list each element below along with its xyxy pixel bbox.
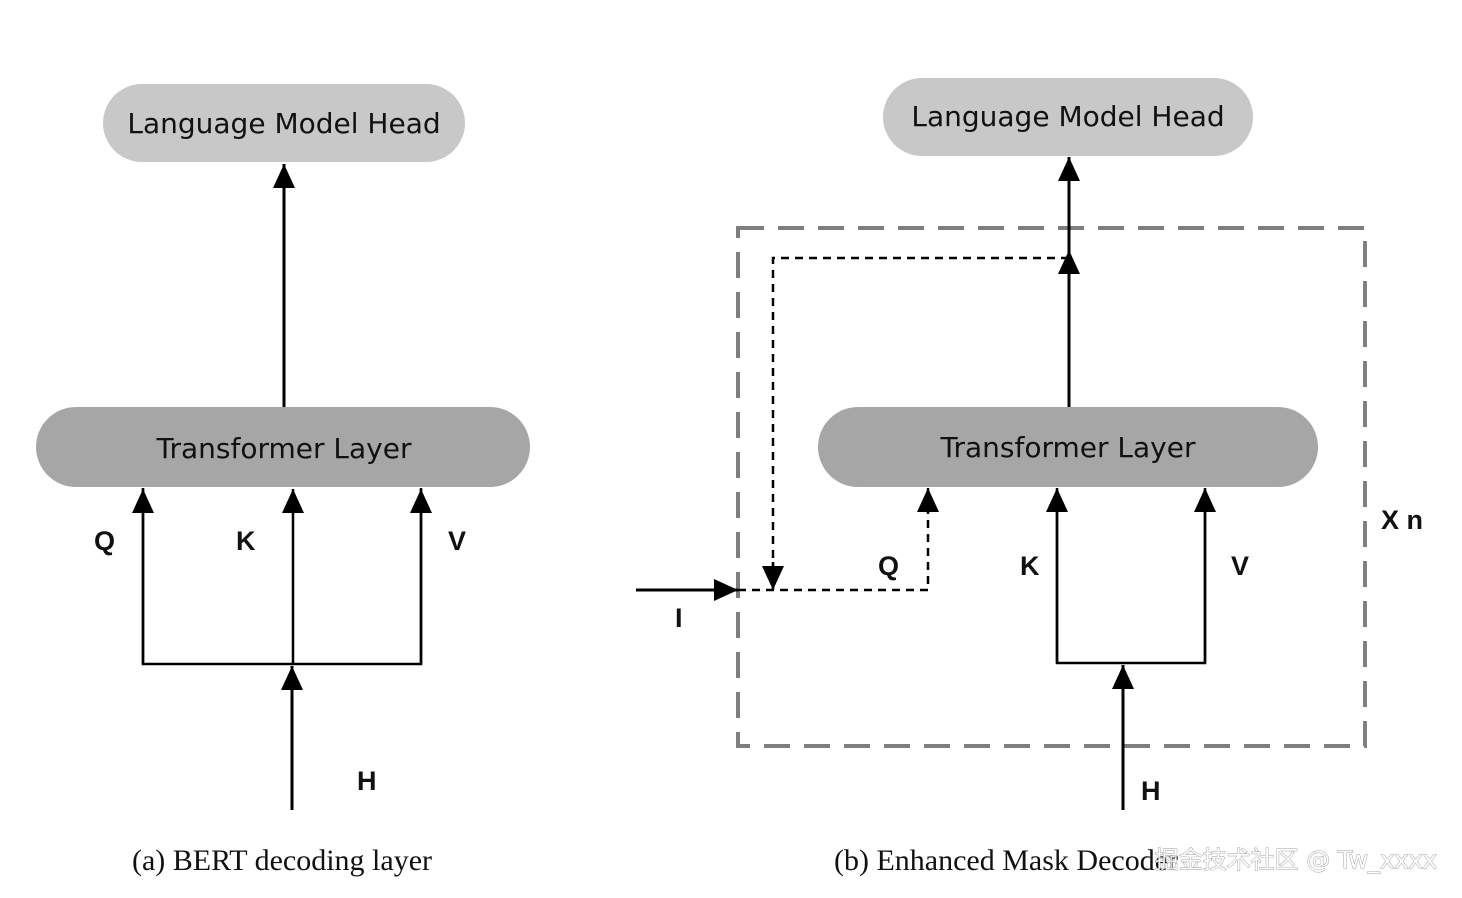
repeat-label-b: X n (1381, 505, 1423, 535)
split-bar-a (141, 488, 423, 666)
transformer-layer-label-a: Transformer Layer (156, 432, 412, 465)
i-label-b: I (675, 603, 683, 633)
k-label-b: K (1020, 551, 1040, 581)
transformer-layer-box-b (818, 407, 1318, 487)
v-label-a: V (448, 526, 466, 556)
q-label-b: Q (878, 551, 899, 581)
watermark: 掘金技术社区 @ Tw_xxxx (1155, 846, 1437, 874)
k-label-a: K (236, 526, 256, 556)
transformer-layer-box-a (36, 407, 530, 487)
dashed-feedback-path-b (771, 256, 1069, 568)
split-bar-b (1055, 490, 1207, 665)
transformer-layer-label-b: Transformer Layer (940, 431, 1196, 464)
h-label-b: H (1141, 776, 1161, 806)
language-model-head-label-b: Language Model Head (911, 100, 1224, 133)
language-model-head-label-a: Language Model Head (127, 107, 440, 140)
language-model-head-box-a (103, 84, 465, 162)
panel-a: Language Model Head Transformer Layer Q … (36, 84, 530, 877)
repeat-block-box-b (736, 226, 1367, 748)
language-model-head-box-b (883, 78, 1253, 156)
dashed-q-path-b (738, 510, 930, 592)
caption-a: (a) BERT decoding layer (132, 844, 432, 877)
q-label-a: Q (94, 526, 115, 556)
v-label-b: V (1231, 551, 1249, 581)
caption-b: (b) Enhanced Mask Decoder (834, 844, 1178, 877)
h-label-a: H (357, 766, 377, 796)
panel-b: X n Language Model Head Transformer Laye… (636, 78, 1423, 877)
